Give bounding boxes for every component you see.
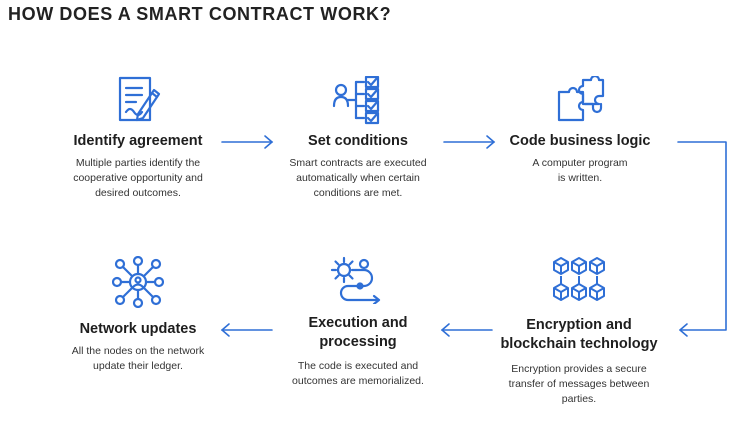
step-description-line: Multiple parties identify the (75, 157, 201, 169)
page-title: HOW DOES A SMART CONTRACT WORK? (8, 4, 392, 24)
step-execution-processing: Execution and processing The code is exe… (272, 256, 444, 389)
step-code-business-logic: Code business logic A computer program i… (494, 76, 666, 186)
step-heading: Code business logic (509, 133, 651, 149)
step-description-line: automatically when certain (296, 172, 420, 184)
step-identify-agreement: Identify agreement Multiple parties iden… (52, 76, 224, 201)
step-description-line: parties. (561, 393, 597, 405)
gear-flow-icon (330, 256, 381, 304)
checklist-person-icon (332, 76, 380, 125)
step-description-line: transfer of messages between (508, 378, 650, 390)
step-description-line: All the nodes on the network (71, 345, 205, 357)
step-description-line: A computer program (532, 157, 628, 169)
step-description-line: conditions are met. (313, 187, 403, 199)
step-description-line: The code is executed and (297, 360, 419, 372)
step-heading: Set conditions (308, 133, 408, 149)
step-heading-line: Execution and (308, 315, 408, 331)
step-set-conditions: Set conditions Smart contracts are execu… (272, 76, 444, 201)
puzzle-icon (557, 76, 605, 122)
step-description-line: cooperative opportunity and (73, 172, 203, 184)
network-nodes-icon (112, 256, 164, 308)
contract-pen-icon (118, 76, 161, 122)
step-description-line: outcomes are memorialized. (292, 375, 424, 387)
step-network-updates: Network updates All the nodes on the net… (52, 256, 224, 374)
step-description-line: Encryption provides a secure (511, 363, 647, 375)
arrow-down-loop (677, 141, 727, 337)
step-heading-line: blockchain technology (500, 336, 658, 352)
arrow-left-1 (440, 323, 493, 337)
step-description-line: Smart contracts are executed (289, 157, 427, 169)
step-encryption-blockchain: Encryption and blockchain technology Enc… (484, 256, 674, 407)
arrow-right-2 (443, 135, 496, 149)
step-heading-line: processing (319, 334, 397, 350)
step-description-line: desired outcomes. (95, 187, 181, 199)
step-heading: Network updates (79, 321, 197, 337)
step-heading: Identify agreement (73, 133, 203, 149)
arrow-right-1 (221, 135, 274, 149)
arrow-left-2 (220, 323, 273, 337)
step-description-line: is written. (557, 172, 603, 184)
blockchain-cubes-icon (553, 257, 605, 301)
step-description-line: update their ledger. (93, 360, 183, 372)
step-heading-line: Encryption and (526, 317, 632, 333)
